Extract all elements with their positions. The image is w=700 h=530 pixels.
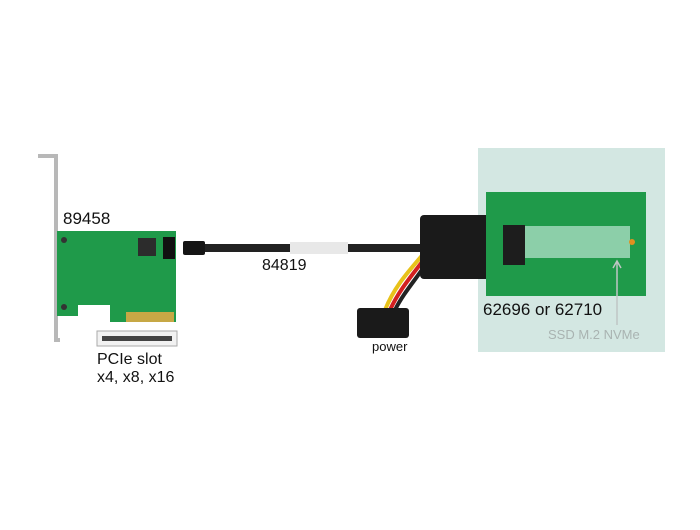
card-connector: [138, 238, 156, 256]
pcie-card: [57, 231, 176, 322]
cable-part-number: 84819: [262, 257, 307, 274]
adapter-part-number: 62696 or 62710: [483, 300, 603, 319]
pcie-lanes-label: x4, x8, x16: [97, 369, 175, 386]
cable-sleeve-label: [290, 242, 348, 254]
card-gold-fingers: [126, 312, 174, 322]
u2-connector: [420, 215, 500, 279]
power-label: power: [372, 339, 408, 354]
m2-slot: [503, 225, 525, 265]
cable-plug: [183, 241, 205, 255]
card-screw: [61, 304, 67, 310]
card-screw: [61, 237, 67, 243]
pcie-slot-label: PCIe slot: [97, 351, 162, 368]
pc-bracket: [38, 154, 60, 342]
ssd-area: [525, 226, 630, 258]
card-part-number: 89458: [63, 209, 111, 228]
sata-power-connector: [357, 308, 409, 338]
card-connector-port: [163, 237, 175, 259]
ssd-label: SSD M.2 NVMe: [548, 327, 640, 342]
